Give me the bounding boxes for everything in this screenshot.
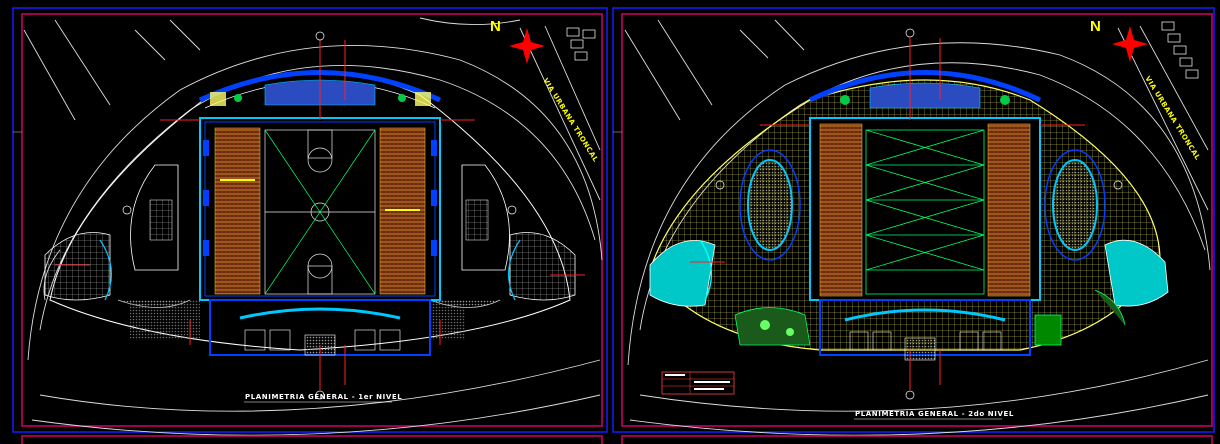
sheet-border	[621, 13, 1213, 427]
axis-lines	[55, 40, 585, 390]
drawing-title: PLANIMETRIA GENERAL - 2do NIVEL	[855, 410, 1014, 418]
sheet-level-1: N VIA URBANA TRONCAL PLANIMETRIA GENERAL…	[12, 7, 608, 436]
frame-border	[612, 7, 1215, 433]
axis-bubble-icon	[715, 28, 1123, 400]
roof-structure	[865, 129, 985, 295]
axis-lines	[690, 38, 1085, 390]
parking-block-icon	[566, 27, 596, 61]
parking-block-icon	[1161, 21, 1199, 79]
basketball-court	[264, 129, 376, 295]
legend-table	[661, 371, 735, 395]
north-arrow-icon	[1112, 26, 1148, 62]
building-envelope	[49, 72, 571, 351]
drawing-title: PLANIMETRIA GENERAL - 1er NIVEL	[245, 393, 402, 401]
frame-border	[12, 7, 608, 433]
columns	[203, 140, 437, 256]
sheet-level-2: N VIA URBANA TRONCAL PLANIMETRIA GENERAL…	[612, 7, 1215, 436]
road-label: VIA URBANA TRONCAL	[1143, 75, 1201, 162]
axis-bubble-icon	[122, 31, 517, 400]
ovals	[739, 149, 1106, 261]
sheet-border	[21, 13, 603, 427]
north-arrow-icon	[509, 28, 545, 64]
north-label: N	[1090, 18, 1101, 35]
north-label: N	[490, 18, 501, 35]
